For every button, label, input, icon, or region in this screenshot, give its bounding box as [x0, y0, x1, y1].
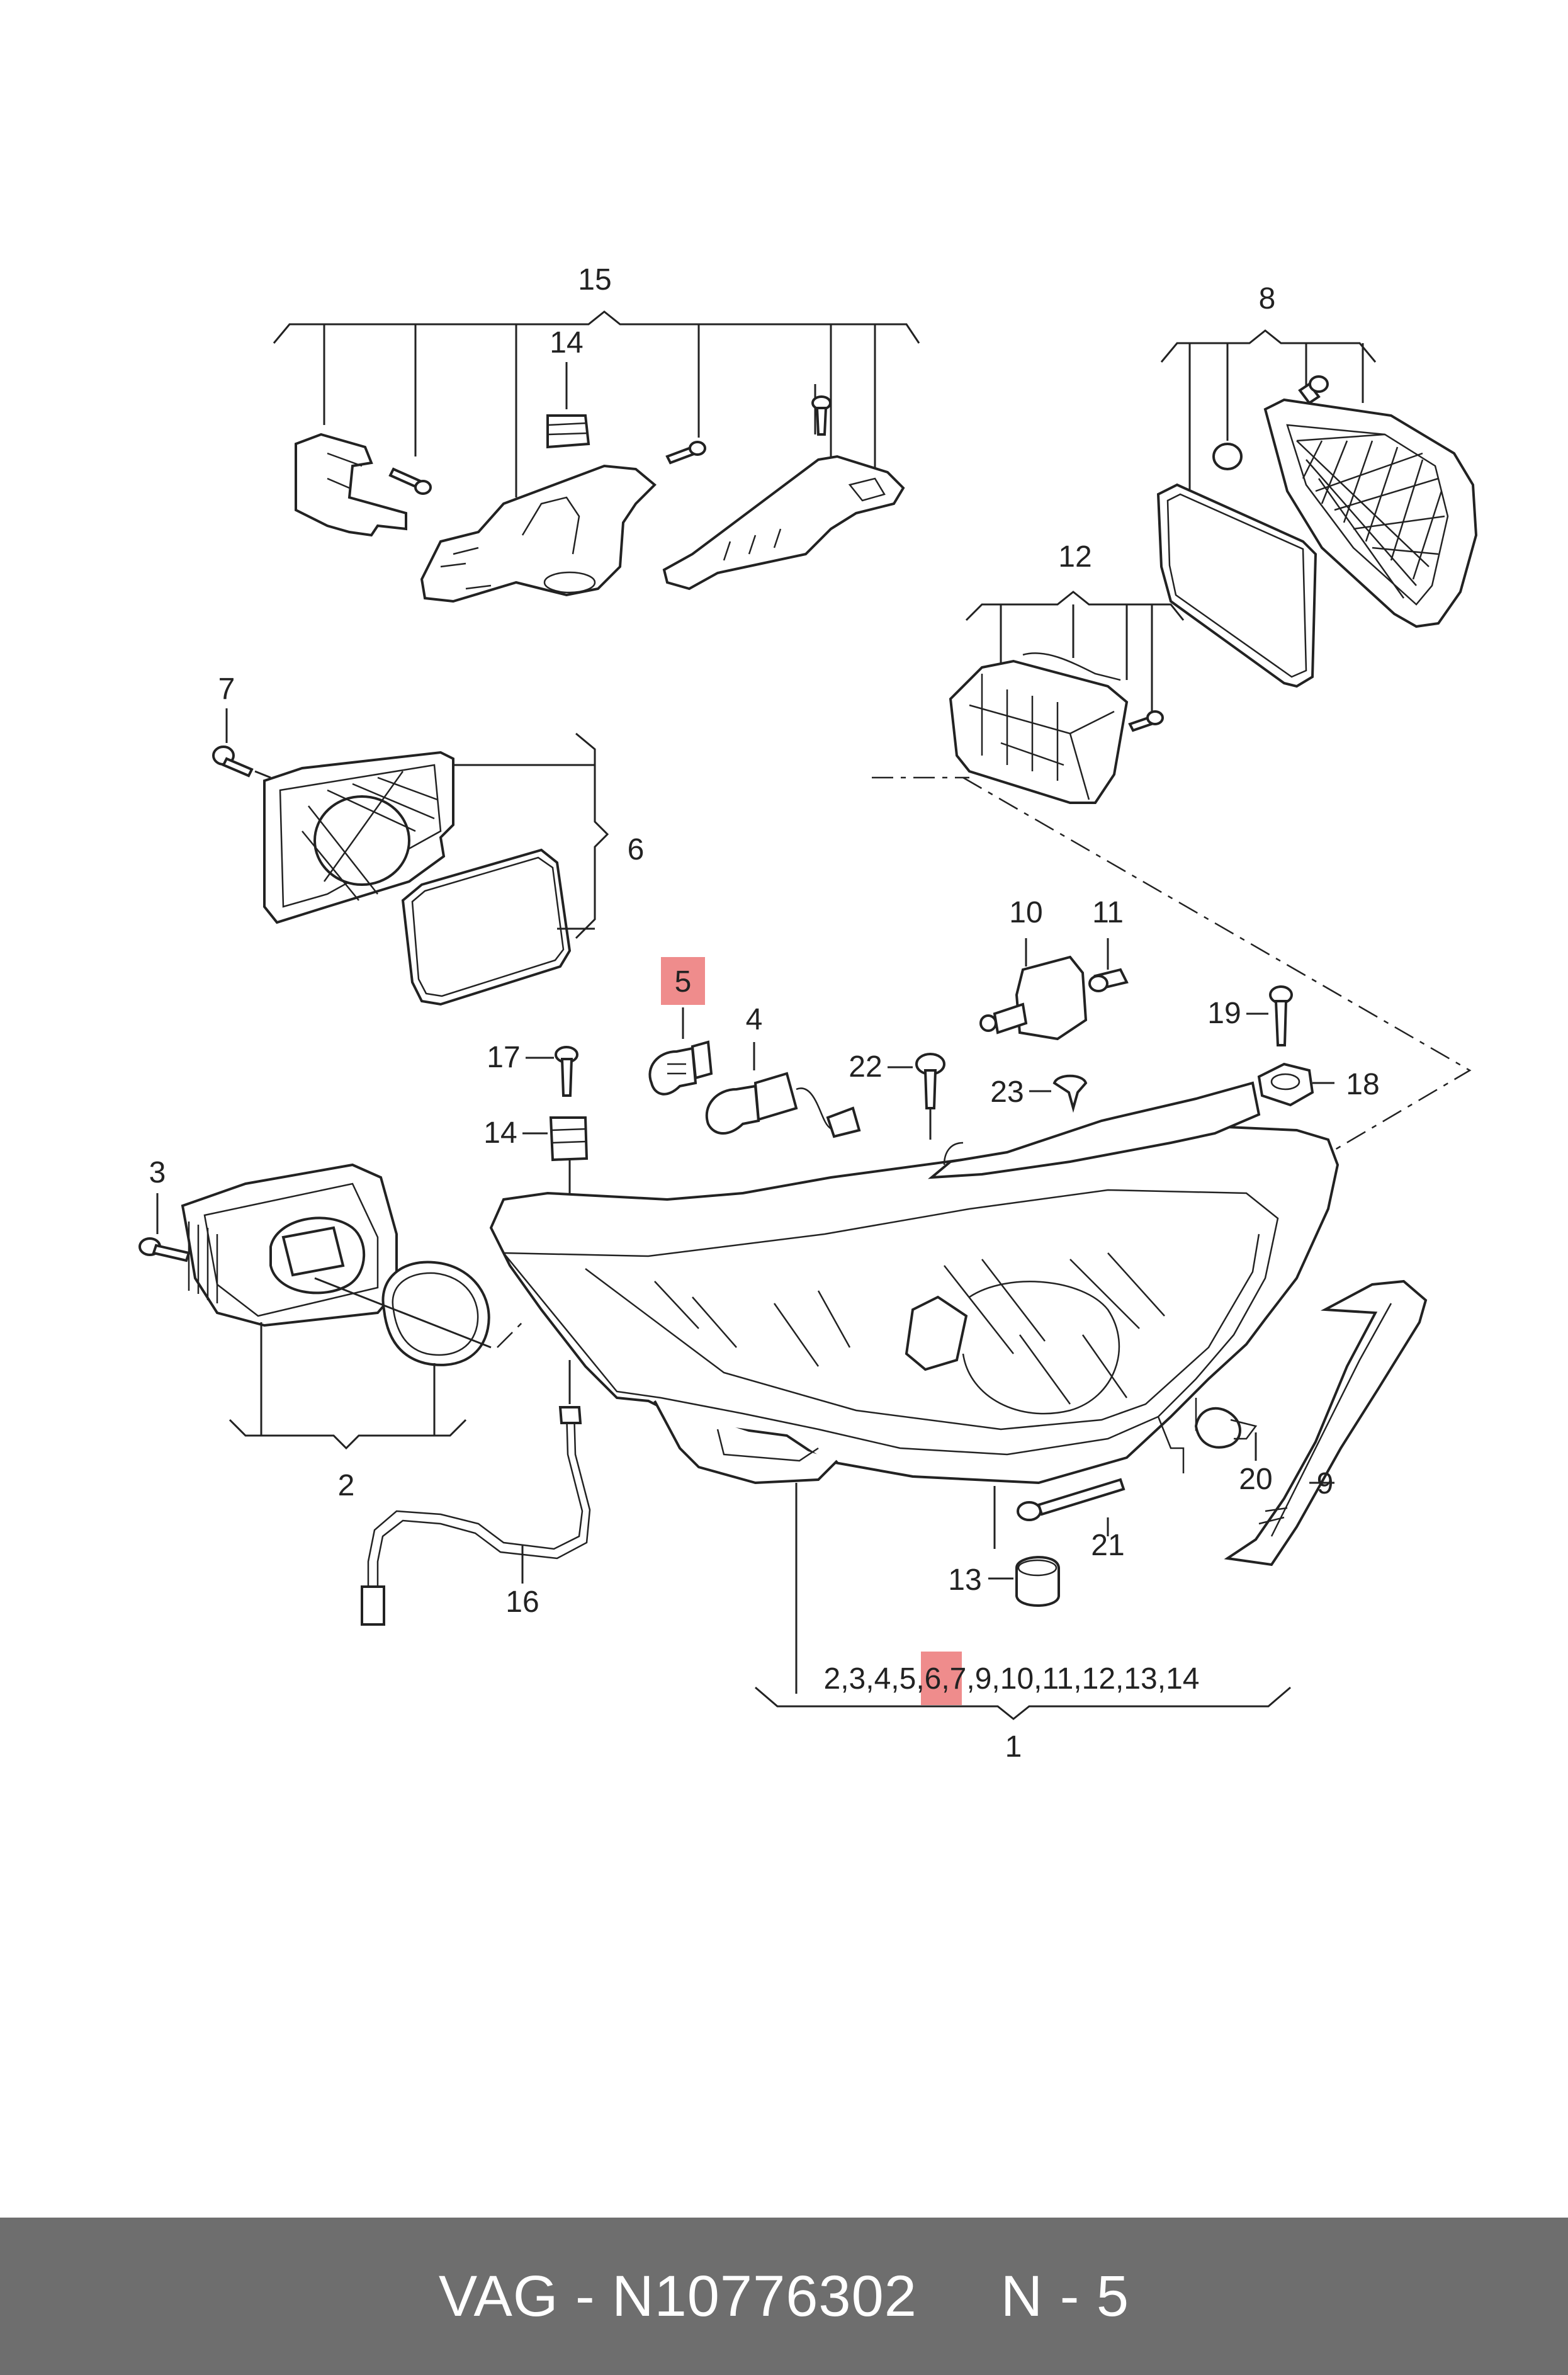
o-ring-seal — [381, 1261, 490, 1366]
screw-icon — [665, 441, 706, 465]
callout-8: 8 — [1259, 282, 1276, 315]
part-number-footer: VAG - N10776302 N - 5 — [0, 2218, 1568, 2375]
nut-icon — [549, 1116, 589, 1162]
callout-7: 7 — [218, 672, 235, 706]
control-unit-module — [949, 659, 1129, 804]
callout-1: 1 — [1005, 1730, 1022, 1764]
callout-13: 13 — [948, 1563, 981, 1597]
screw-icon — [915, 1053, 945, 1109]
callout-19: 19 — [1207, 997, 1241, 1030]
callout-21: 21 — [1091, 1529, 1124, 1562]
assembly-part-list: 2,3,4,5,6,7,9,10,11,12,13,14 — [824, 1662, 1200, 1696]
screw-icon — [1128, 710, 1164, 732]
lens-disc — [313, 795, 410, 886]
callout-9: 9 — [1317, 1467, 1334, 1500]
callout-17: 17 — [487, 1041, 520, 1074]
highlight-box-5 — [661, 957, 705, 1005]
mounting-clip — [295, 433, 407, 537]
headlamp-trim-strip — [1224, 1279, 1428, 1567]
screw-icon — [212, 745, 254, 778]
screw-icon — [1298, 375, 1329, 405]
parts-diagram: 15 14 8 12 — [138, 263, 1478, 1764]
callout-2: 2 — [338, 1469, 355, 1502]
callout-3: 3 — [149, 1156, 166, 1189]
screw-icon — [138, 1237, 191, 1262]
bulb-icon — [648, 1040, 713, 1096]
callout-4: 4 — [746, 1003, 763, 1036]
actuator-motor-icon — [979, 955, 1088, 1041]
callout-16: 16 — [505, 1585, 539, 1619]
callout-22: 22 — [849, 1050, 882, 1084]
screw-icon — [1088, 968, 1129, 992]
gasket-seal — [1156, 483, 1317, 688]
nut-icon — [546, 414, 590, 449]
housing-seal — [401, 848, 572, 1006]
callout-23: 23 — [990, 1075, 1024, 1109]
callout-14: 14 — [483, 1116, 517, 1150]
headlamp-support-arm — [662, 455, 905, 591]
bulb-socket-harness-icon — [705, 1072, 861, 1138]
screw-icon — [555, 1046, 578, 1097]
callout-14-top: 14 — [550, 326, 583, 360]
headlamp-mounting-bracket — [420, 464, 657, 603]
screw-icon — [388, 467, 432, 495]
bracket-group-8 — [1160, 329, 1377, 363]
callout-12: 12 — [1058, 540, 1091, 574]
screw-icon — [811, 395, 832, 436]
screw-icon — [1269, 985, 1293, 1046]
highlight-box-5-in-list — [921, 1652, 962, 1705]
headlamp-housing — [489, 1125, 1340, 1485]
callout-5: 5 — [675, 965, 692, 999]
callout-11: 11 — [1092, 896, 1124, 929]
callout-10: 10 — [1009, 896, 1042, 929]
callout-15: 15 — [578, 263, 611, 297]
screw-icon — [1017, 1478, 1125, 1521]
retaining-clip-icon — [1257, 1062, 1314, 1107]
callout-6: 6 — [628, 833, 645, 866]
callout-20: 20 — [1239, 1463, 1272, 1496]
bracket-group-1 — [755, 1686, 1291, 1720]
part-number-label: VAG - N10776302 N - 5 — [438, 2264, 1130, 2328]
grommet-icon — [1015, 1556, 1060, 1607]
plug-cap-icon — [1052, 1074, 1088, 1113]
bracket-group-6 — [575, 732, 609, 939]
bracket-group-12 — [965, 591, 1185, 621]
callout-18: 18 — [1346, 1068, 1379, 1101]
wiring-harness-icon — [361, 1406, 591, 1626]
bracket-group-15 — [273, 310, 920, 497]
retaining-clip-icon — [1194, 1407, 1258, 1449]
ventilation-grille-cover — [1263, 398, 1478, 628]
cap-icon — [1212, 443, 1243, 470]
bracket-group-2 — [228, 1419, 467, 1450]
